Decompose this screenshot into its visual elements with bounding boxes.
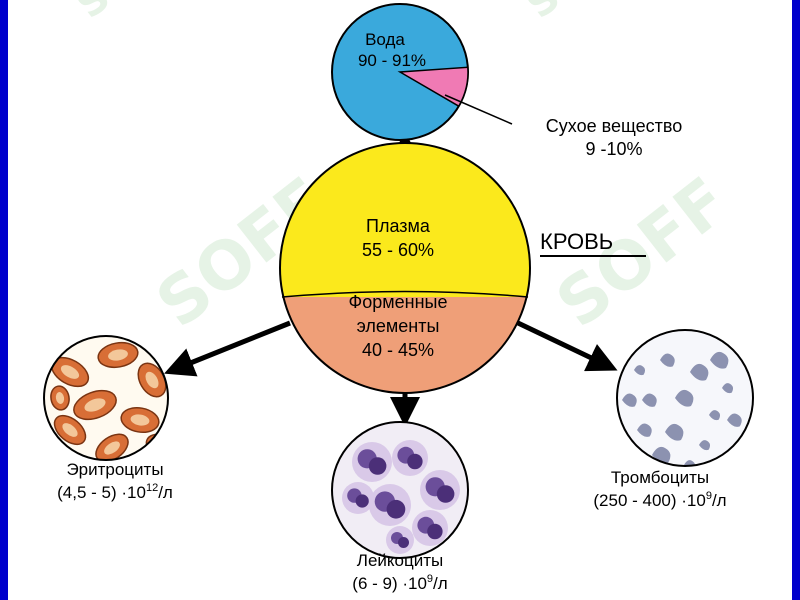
erythrocytes-micrograph <box>43 335 169 461</box>
platelet-cell <box>690 363 709 381</box>
leukocyte-nucleus-lobe <box>407 453 423 470</box>
erythrocyte-center <box>62 423 78 437</box>
leukocytes-micrograph <box>331 421 469 559</box>
dry-matter-slice <box>397 66 469 108</box>
platelets-outline <box>616 329 754 467</box>
frame-left-border <box>0 0 8 600</box>
plasma-label: Плазма <box>366 216 431 236</box>
formed-elements-label-line1: Форменные <box>349 292 448 312</box>
erythrocyte-center <box>84 398 106 412</box>
platelet-cells <box>622 351 742 466</box>
water-value: 90 - 91% <box>358 51 426 70</box>
center-circle-outline <box>279 142 531 394</box>
leukocytes-outline <box>331 421 469 559</box>
dry-matter-value: 9 -10% <box>585 139 642 159</box>
leukocyte-nucleus-lobe <box>398 537 409 548</box>
plasma-value: 55 - 60% <box>362 240 434 260</box>
platelet-cell <box>642 393 657 407</box>
erythrocytes-label: Эритроциты <box>66 460 163 479</box>
arrow-to-erythrocytes <box>164 320 291 377</box>
platelet-cell <box>699 440 711 451</box>
erythrocyte-center <box>153 440 167 450</box>
frame-right-border <box>792 0 800 600</box>
platelet-cell <box>722 383 734 394</box>
erythrocyte-center <box>130 414 150 426</box>
water-label: Вода <box>365 30 405 49</box>
formed-elements-label-line2: элементы <box>357 316 440 336</box>
leukocytes-value: (6 - 9) ·109/л <box>352 573 447 593</box>
erythrocytes-value: (4,5 - 5) ·1012/л <box>57 482 173 502</box>
leukocytes-label: Лейкоциты <box>357 551 443 570</box>
platelets-micrograph <box>616 329 754 467</box>
leukocyte-nucleus-lobe <box>355 494 369 508</box>
platelet-cell <box>622 393 637 407</box>
leukocyte-nucleus-lobe <box>386 499 406 519</box>
platelet-cell <box>665 423 684 441</box>
erythrocytes-outline <box>43 335 169 461</box>
platelet-cell <box>634 365 646 376</box>
platelet-cell <box>727 413 742 427</box>
blood-composition-circle: Плазма 55 - 60% Форменные элементы 40 - … <box>279 142 531 394</box>
water-pie-chart: Вода 90 - 91% <box>331 3 513 141</box>
platelets-label: Тромбоциты <box>611 468 709 487</box>
leukocyte-cells <box>342 440 460 554</box>
divider-line <box>281 290 529 298</box>
erythrocyte-center <box>108 349 128 361</box>
leukocyte-nucleus-lobe <box>368 457 387 475</box>
dry-matter-leader-line <box>444 94 513 125</box>
dry-matter-label: Сухое вещество <box>546 116 682 136</box>
erythrocyte-center <box>145 371 159 389</box>
formed-elements-value: 40 - 45% <box>362 340 434 360</box>
platelet-cell <box>637 423 652 437</box>
leukocyte-nucleus-lobe <box>427 523 443 540</box>
diagram-title: КРОВЬ <box>540 229 613 254</box>
arrow-to-platelets <box>516 320 618 372</box>
watermark-top-left: SOFF <box>68 0 189 28</box>
platelets-value: (250 - 400) ·109/л <box>593 490 726 510</box>
erythrocyte-center <box>60 365 80 379</box>
platelet-cell <box>675 389 694 407</box>
platelet-cell <box>710 351 729 369</box>
erythrocyte-center <box>55 392 65 404</box>
platelet-cell <box>660 353 675 367</box>
watermark-top-right: SOFF <box>518 0 639 28</box>
erythrocyte-center <box>104 441 120 455</box>
leukocyte-nucleus-lobe <box>436 485 455 503</box>
platelet-cell <box>709 410 721 421</box>
